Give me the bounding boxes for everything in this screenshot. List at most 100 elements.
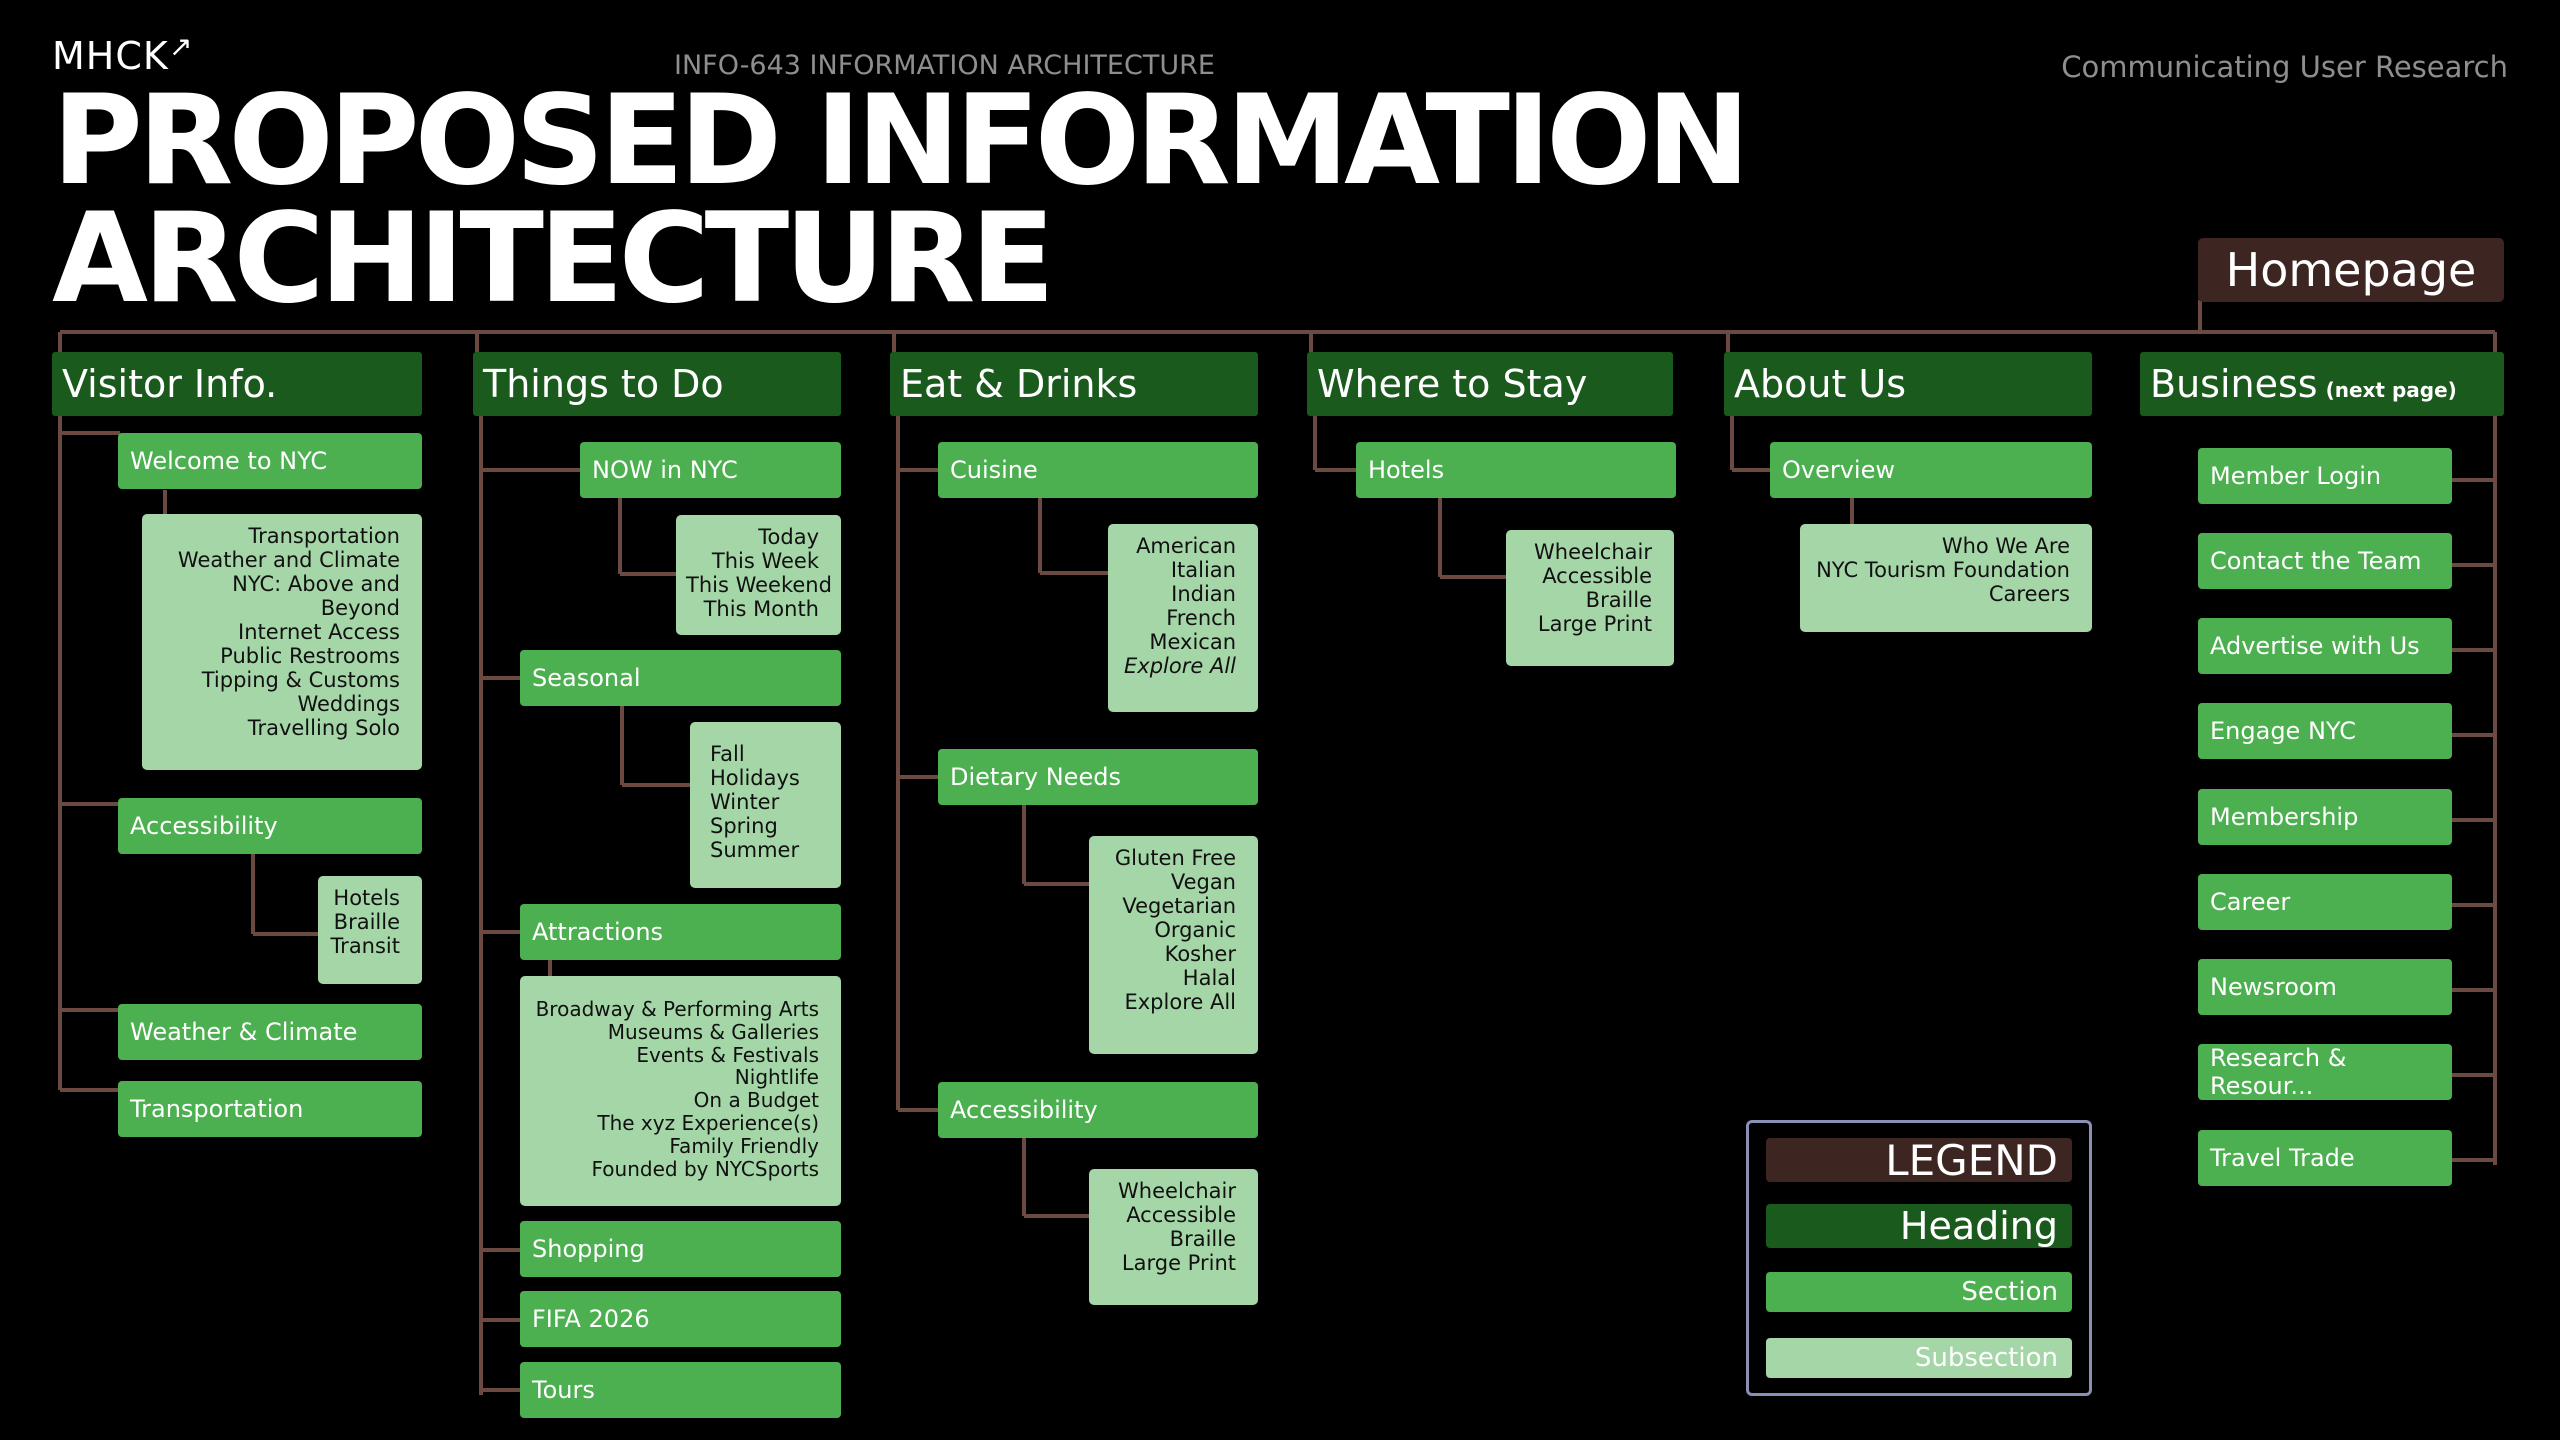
- heading-business-note: (next page): [2325, 378, 2457, 402]
- list-item: Spring: [710, 814, 778, 838]
- subsection-welcome-items: Transportation Weather and Climate NYC: …: [142, 514, 422, 770]
- list-item: Mexican: [1149, 630, 1236, 654]
- section-hotels: Hotels: [1356, 442, 1676, 498]
- section-contact-the-team: Contact the Team: [2198, 533, 2452, 589]
- list-item: On a Budget: [693, 1088, 819, 1113]
- subsection-cuisine-items: American Italian Indian French Mexican E…: [1108, 524, 1258, 712]
- page-title: PROPOSED INFORMATION ARCHITECTURE: [52, 69, 1750, 331]
- list-item: Transit: [330, 934, 400, 958]
- section-membership: Membership: [2198, 789, 2452, 845]
- list-item: Gluten Free: [1114, 846, 1236, 870]
- list-item: Accessible: [1126, 1203, 1236, 1227]
- list-item: Holidays: [710, 766, 800, 790]
- title-line-1: PROPOSED INFORMATION: [52, 69, 1750, 213]
- list-item: Hotels: [333, 886, 400, 910]
- list-item: Italian: [1170, 558, 1236, 582]
- topic-label: Communicating User Research: [2061, 50, 2508, 84]
- legend: [1746, 1120, 2092, 1396]
- list-item: Events & Festivals: [636, 1042, 819, 1067]
- list-item: This Month: [703, 597, 819, 621]
- list-item: Beyond: [320, 596, 400, 620]
- list-item: Transportation: [248, 524, 400, 548]
- subsection-overview-items: Who We Are NYC Tourism Foundation Career…: [1800, 524, 2092, 632]
- list-item: Nightlife: [734, 1065, 819, 1090]
- section-newsroom: Newsroom: [2198, 959, 2452, 1015]
- section-weather-climate: Weather & Climate: [118, 1004, 422, 1060]
- section-fifa-2026: FIFA 2026: [520, 1291, 841, 1347]
- legend-subsection-swatch: Subsection: [1766, 1338, 2072, 1378]
- course-label: INFO-643 INFORMATION ARCHITECTURE: [674, 50, 1215, 81]
- list-item-explore-all: Explore All: [1124, 654, 1236, 678]
- list-item: Wheelchair: [1534, 540, 1652, 564]
- list-item: Kosher: [1164, 942, 1236, 966]
- heading-eat-drinks: Eat & Drinks: [890, 352, 1258, 416]
- heading-things-to-do: Things to Do: [473, 352, 841, 416]
- section-accessibility: Accessibility: [118, 798, 422, 854]
- section-seasonal: Seasonal: [520, 650, 841, 706]
- homepage-node: Homepage: [2198, 238, 2504, 302]
- list-item: Vegan: [1170, 870, 1236, 894]
- legend-heading-swatch: Heading: [1766, 1204, 2072, 1248]
- list-item: Large Print: [1537, 612, 1652, 636]
- list-item: Weather and Climate: [177, 548, 400, 572]
- section-overview: Overview: [1770, 442, 2092, 498]
- subsection-accessibility-items: Hotels Braille Transit: [318, 876, 422, 984]
- heading-where-to-stay: Where to Stay: [1307, 352, 1673, 416]
- list-item: Who We Are: [1941, 534, 2070, 558]
- subsection-hotels-items: Wheelchair Accessible Braille Large Prin…: [1506, 530, 1674, 666]
- subsection-now-items: Today This Week This Weekend This Month: [676, 515, 841, 635]
- list-item: French: [1166, 606, 1236, 630]
- section-engage-nyc: Engage NYC: [2198, 703, 2452, 759]
- section-cuisine: Cuisine: [938, 442, 1258, 498]
- subsection-seasonal-items: Fall Holidays Winter Spring Summer: [690, 722, 841, 888]
- section-attractions: Attractions: [520, 904, 841, 960]
- list-item: NYC: Above and: [232, 572, 400, 596]
- section-member-login: Member Login: [2198, 448, 2452, 504]
- title-line-2: ARCHITECTURE: [52, 187, 1055, 331]
- list-item: Large Print: [1121, 1251, 1236, 1275]
- section-dietary-needs: Dietary Needs: [938, 749, 1258, 805]
- list-item: Family Friendly: [669, 1133, 819, 1158]
- heading-about-us: About Us: [1724, 352, 2092, 416]
- list-item: Braille: [1169, 1227, 1236, 1251]
- list-item: Museums & Galleries: [607, 1019, 819, 1044]
- list-item: American: [1136, 534, 1236, 558]
- list-item: Travelling Solo: [247, 716, 400, 740]
- section-career: Career: [2198, 874, 2452, 930]
- list-item: Vegetarian: [1122, 894, 1236, 918]
- list-item: Public Restrooms: [220, 644, 400, 668]
- arrow-up-right-icon: ↗: [168, 30, 194, 63]
- list-item: Today: [758, 525, 819, 549]
- section-shopping: Shopping: [520, 1221, 841, 1277]
- list-item: This Week: [711, 549, 819, 573]
- list-item: Summer: [710, 838, 800, 862]
- heading-business: Business (next page): [2140, 352, 2504, 416]
- list-item: Tipping & Customs: [201, 668, 400, 692]
- logo-text: MHCK: [52, 34, 169, 78]
- heading-business-label: Business: [2150, 362, 2318, 406]
- section-accessibility-dining: Accessibility: [938, 1082, 1258, 1138]
- section-welcome-to-nyc: Welcome to NYC: [118, 433, 422, 489]
- list-item: Careers: [1988, 582, 2070, 606]
- section-advertise-with-us: Advertise with Us: [2198, 618, 2452, 674]
- section-transportation: Transportation: [118, 1081, 422, 1137]
- section-now-in-nyc: NOW in NYC: [580, 442, 841, 498]
- subsection-accessibility-dining-items: Wheelchair Accessible Braille Large Prin…: [1089, 1169, 1258, 1305]
- list-item: The xyz Experience(s): [597, 1110, 819, 1135]
- list-item: NYC Tourism Foundation: [1816, 558, 2070, 582]
- section-travel-trade: Travel Trade: [2198, 1130, 2452, 1186]
- list-item: Braille: [333, 910, 400, 934]
- section-research-resources: Research & Resour...: [2198, 1044, 2452, 1100]
- legend-section-swatch: Section: [1766, 1272, 2072, 1312]
- list-item: Indian: [1171, 582, 1236, 606]
- list-item: Internet Access: [238, 620, 400, 644]
- list-item: Explore All: [1124, 990, 1236, 1014]
- list-item: Braille: [1585, 588, 1652, 612]
- list-item: Founded by NYCSports: [591, 1156, 819, 1181]
- list-item: Wheelchair: [1118, 1179, 1236, 1203]
- brand-logo: MHCK↗: [52, 30, 193, 78]
- list-item: Accessible: [1542, 564, 1652, 588]
- list-item: Broadway & Performing Arts: [535, 997, 819, 1021]
- list-item: This Weekend: [686, 573, 832, 597]
